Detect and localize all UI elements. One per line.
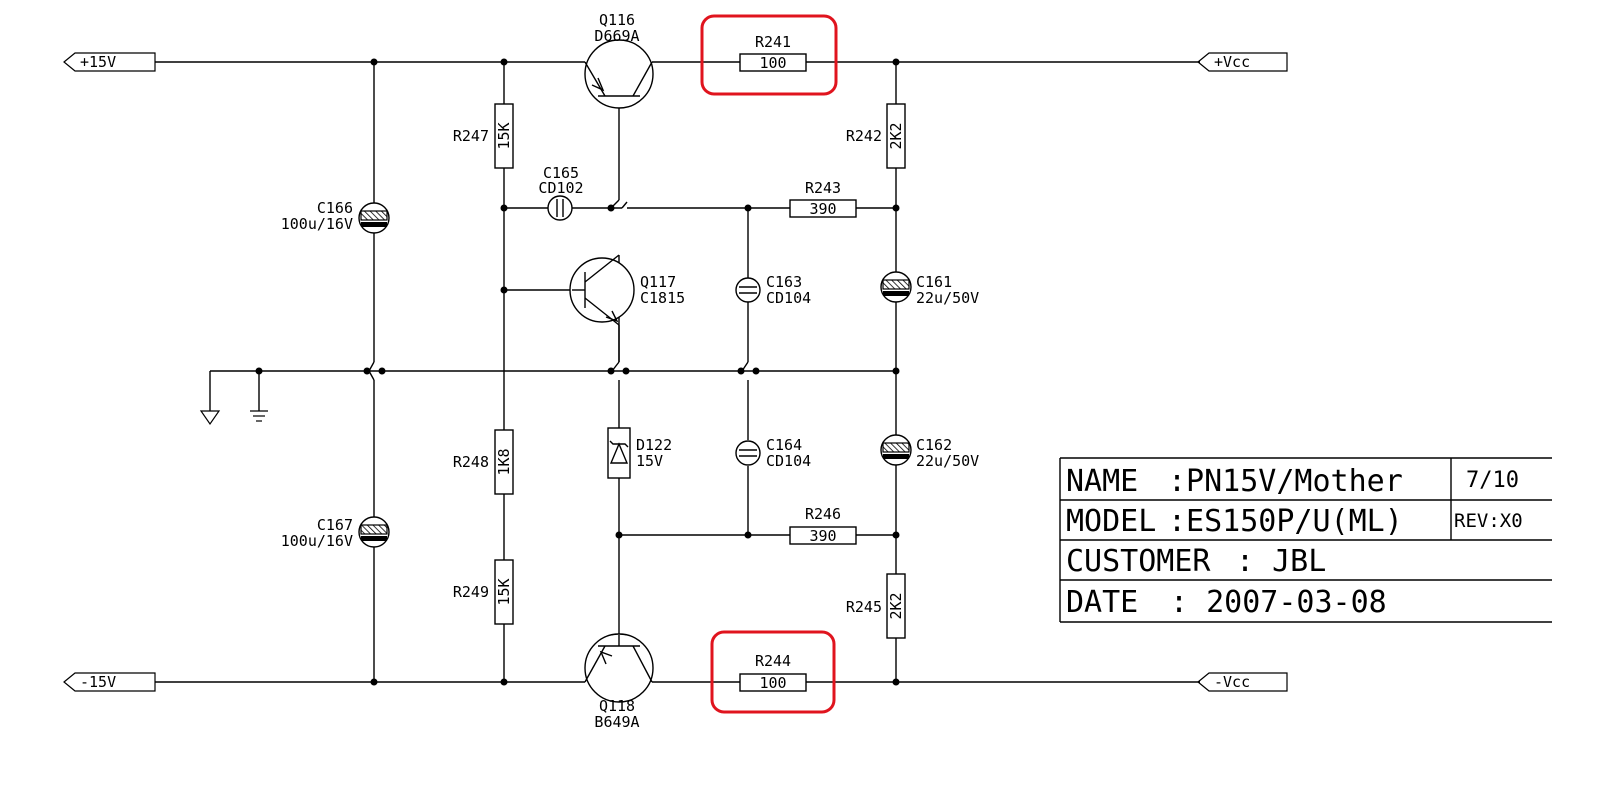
capacitor-c165: C165 CD102: [538, 164, 584, 221]
ref-label: R249: [453, 583, 489, 601]
name-value: :PN15V/Mother: [1168, 464, 1403, 499]
port-plus-vcc: +Vcc: [1197, 52, 1288, 72]
ref-label: Q117: [640, 273, 676, 291]
customer-value: : JBL: [1236, 544, 1326, 579]
resistor-r249: 15K R249: [453, 559, 514, 625]
resistor-r247: 15K R247: [453, 103, 514, 169]
junction-dots: [255, 58, 900, 686]
value-label: 100u/16V: [281, 532, 353, 550]
value-label: 15V: [636, 452, 663, 470]
port-minus-vcc: -Vcc: [1197, 672, 1288, 692]
value-label: 22u/50V: [916, 452, 979, 470]
value-label: 100: [759, 54, 786, 72]
port-minus-15v: -15V: [63, 672, 156, 692]
customer-label: CUSTOMER: [1066, 544, 1211, 579]
value-label: 15K: [495, 578, 513, 605]
ref-label: D122: [636, 436, 672, 454]
resistor-r248: 1K8 R248: [453, 429, 514, 495]
ref-label: C161: [916, 273, 952, 291]
value-label: 390: [809, 200, 836, 218]
ref-label: C165: [543, 164, 579, 182]
model-value: :ES150P/U(ML): [1168, 504, 1403, 539]
ref-label: R243: [805, 179, 841, 197]
value-label: 100: [759, 674, 786, 692]
value-label: CD104: [766, 452, 811, 470]
port-plus-15v: +15V: [63, 52, 156, 72]
transistor-q117: Q117 C1815: [569, 254, 685, 362]
highlight-box: [700, 14, 838, 96]
resistor-r241: R241 100: [700, 14, 838, 96]
capacitor-c163: C163 CD104: [735, 273, 811, 307]
value-label: 22u/50V: [916, 289, 979, 307]
title-block: NAME :PN15V/Mother 7/10 MODEL :ES150P/U(…: [1059, 457, 1552, 623]
port-label: +15V: [80, 53, 116, 71]
value-label: 1K8: [495, 448, 513, 475]
part-label: B649A: [594, 713, 639, 731]
resistor-r243: R243 390: [789, 179, 857, 218]
ref-label: R242: [846, 127, 882, 145]
resistor-r246: R246 390: [789, 505, 857, 545]
value-label: 15K: [495, 122, 513, 149]
ref-label: C166: [317, 199, 353, 217]
wires: [155, 61, 1200, 683]
value-label: CD102: [538, 179, 583, 197]
value-label: 100u/16V: [281, 215, 353, 233]
resistor-r242: 2K2 R242: [846, 103, 906, 169]
value-label: CD104: [766, 289, 811, 307]
port-label: +Vcc: [1214, 53, 1250, 71]
part-label: D669A: [594, 27, 639, 45]
ref-label: Q118: [599, 697, 635, 715]
ref-label: R246: [805, 505, 841, 523]
ref-label: Q116: [599, 11, 635, 29]
value-label: 390: [809, 527, 836, 545]
ref-label: R245: [846, 598, 882, 616]
ref-label: R241: [755, 33, 791, 51]
ground-symbol-signal: [199, 410, 221, 426]
value-label: 2K2: [887, 592, 905, 619]
date-label: DATE: [1066, 585, 1138, 620]
name-label: NAME: [1066, 464, 1138, 499]
part-label: C1815: [640, 289, 685, 307]
capacitor-c166: C166 100u/16V: [281, 199, 390, 234]
resistor-r244: R244 100: [710, 630, 836, 714]
sheet-number: 7/10: [1466, 468, 1519, 493]
capacitor-c161: C161 22u/50V: [880, 271, 979, 307]
resistor-r245: 2K2 R245: [846, 573, 906, 639]
ref-label: R244: [755, 652, 791, 670]
ref-label: R247: [453, 127, 489, 145]
model-label: MODEL: [1066, 504, 1156, 539]
highlight-box: [710, 630, 836, 714]
capacitor-c167: C167 100u/16V: [281, 516, 390, 550]
capacitor-c164: C164 CD104: [735, 436, 811, 470]
port-label: -15V: [80, 673, 116, 691]
revision: REV:X0: [1454, 510, 1523, 532]
capacitor-c162: C162 22u/50V: [880, 434, 979, 470]
transistor-q116: Q116 D669A: [584, 11, 654, 109]
ref-label: R248: [453, 453, 489, 471]
transistor-q118: Q118 B649A: [584, 633, 654, 731]
date-value: : 2007-03-08: [1170, 585, 1387, 620]
value-label: 2K2: [887, 122, 905, 149]
port-label: -Vcc: [1214, 673, 1250, 691]
zener-diode-d122: D122 15V: [607, 427, 672, 479]
ref-label: C167: [317, 516, 353, 534]
ref-label: C163: [766, 273, 802, 291]
ref-label: C162: [916, 436, 952, 454]
ref-label: C164: [766, 436, 802, 454]
ground-symbol-chassis: [250, 410, 268, 422]
